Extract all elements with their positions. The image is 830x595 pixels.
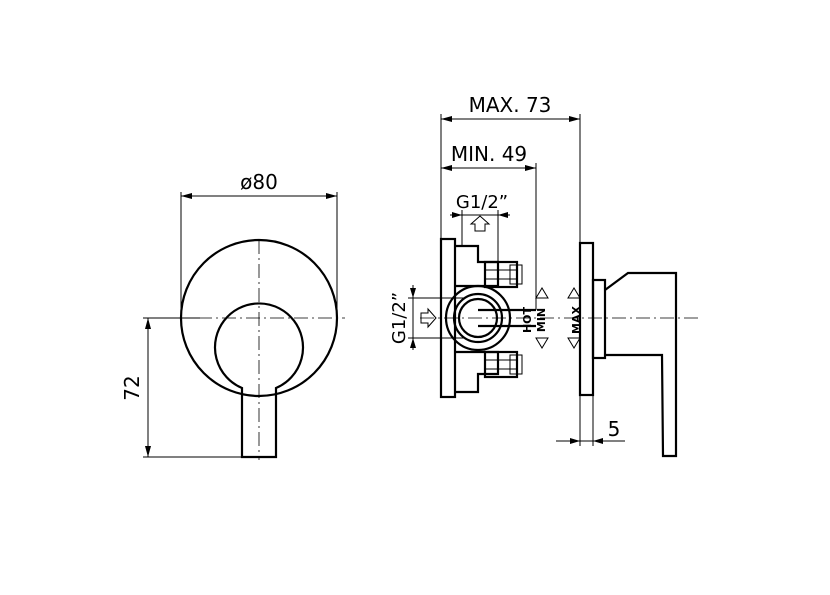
connection-ring-mid bbox=[452, 292, 504, 344]
max-depth-label: MAX. 73 bbox=[469, 93, 552, 117]
side-thread-arrow-bottom bbox=[410, 338, 416, 348]
plate-boss bbox=[591, 278, 607, 360]
top-thread-arrow-right bbox=[498, 212, 508, 218]
thickness-arrow-right bbox=[593, 438, 603, 444]
connection-ring-outer bbox=[444, 284, 512, 352]
plate-thickness-label: 5 bbox=[608, 417, 621, 441]
side-connection-label: G1/2” bbox=[389, 292, 410, 344]
valve-body-top bbox=[455, 244, 500, 288]
height-arrow-top bbox=[145, 318, 151, 329]
top-thread-arrow-left bbox=[452, 212, 462, 218]
min-mark: MIN bbox=[535, 308, 548, 332]
min-triangle-bottom bbox=[535, 337, 549, 349]
lever-handle bbox=[213, 302, 305, 459]
diameter-arrow-left bbox=[181, 193, 192, 199]
hot-mark: HOT bbox=[521, 306, 534, 333]
thickness-arrow-left bbox=[570, 438, 580, 444]
top-nut bbox=[483, 260, 519, 289]
diameter-arrow-right bbox=[326, 193, 337, 199]
height-arrow-bottom bbox=[145, 446, 151, 457]
bottom-nut-cap bbox=[509, 354, 523, 375]
max-triangle-top bbox=[567, 287, 581, 299]
front-view: ø80 72 bbox=[120, 170, 345, 460]
min-triangle-top bbox=[535, 287, 549, 299]
max-triangle-bottom bbox=[567, 337, 581, 349]
lever-side-profile bbox=[604, 271, 678, 458]
max-arrow-left bbox=[441, 116, 452, 122]
side-view: HOT MIN MAX MAX. 73 MIN. 49 G1/2” bbox=[389, 93, 700, 458]
valve-body-bottom bbox=[455, 350, 500, 394]
flow-right-arrow-icon bbox=[420, 307, 437, 329]
max-arrow-right bbox=[569, 116, 580, 122]
diameter-label: ø80 bbox=[240, 170, 278, 194]
bottom-nut bbox=[483, 350, 519, 379]
height-label: 72 bbox=[120, 375, 144, 400]
top-nut-cap bbox=[509, 264, 523, 285]
side-thread-arrow-top bbox=[410, 288, 416, 298]
connection-ring-inner bbox=[457, 297, 499, 339]
min-arrow-left bbox=[441, 165, 452, 171]
flow-up-arrow-icon bbox=[469, 215, 491, 232]
top-connection-label: G1/2” bbox=[456, 192, 508, 213]
min-arrow-right bbox=[525, 165, 536, 171]
min-depth-label: MIN. 49 bbox=[451, 142, 527, 166]
